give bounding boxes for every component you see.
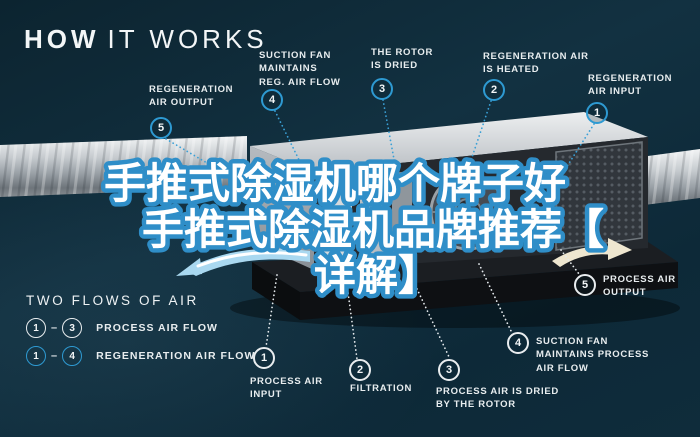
callout-process-air-output: PROCESS AIR OUTPUT — [603, 274, 676, 299]
legend-row-regeneration: 1 – 4 REGENERATION AIR FLOW — [26, 346, 255, 366]
legend-row-process: 1 – 3 PROCESS AIR FLOW — [26, 318, 255, 338]
marker-regeneration-1: 1 — [586, 102, 608, 124]
marker-regeneration-2: 2 — [483, 79, 505, 101]
legend-regeneration-to-circle: 4 — [62, 346, 83, 366]
process-leader-lines — [265, 249, 580, 360]
marker-process-4: 4 — [507, 332, 529, 354]
callout-regeneration-air-output: REGENERATION AIR OUTPUT — [149, 84, 234, 109]
airflow-swoosh-arrow — [176, 248, 310, 276]
callout-suction-fan-reg: SUCTION FAN MAINTAINS REG. AIR FLOW — [259, 50, 341, 88]
legend-process-dash: – — [51, 322, 58, 334]
headline-line-1: 手推式除湿机哪个牌子好 — [104, 160, 566, 207]
headline-line-2: 手推式除湿机品牌推荐【 — [142, 206, 604, 253]
legend-regeneration-label: REGENERATION AIR FLOW — [96, 350, 256, 362]
legend-process-label: PROCESS AIR FLOW — [96, 322, 218, 334]
marker-regeneration-3: 3 — [371, 78, 393, 100]
callout-process-air-dried: PROCESS AIR IS DRIED BY THE ROTOR — [436, 386, 559, 411]
headline-line-3: 详解】 — [314, 252, 440, 299]
callout-regeneration-air-heated: REGENERATION AIR IS HEATED — [483, 51, 589, 76]
legend-process-to-circle: 3 — [62, 318, 83, 338]
left-duct — [0, 136, 247, 197]
marker-regeneration-5: 5 — [150, 117, 172, 139]
legend-regeneration-dash: – — [51, 350, 58, 362]
marker-process-5: 5 — [574, 274, 596, 296]
marker-process-2: 2 — [349, 359, 371, 381]
process-output-arrow — [552, 238, 632, 267]
callout-suction-fan-process: SUCTION FAN MAINTAINS PROCESS AIR FLOW — [536, 336, 650, 374]
callout-regeneration-air-input: REGENERATION AIR INPUT — [588, 73, 673, 98]
legend-regeneration-from-circle: 1 — [26, 346, 46, 366]
callout-process-air-input: PROCESS AIR INPUT — [250, 376, 323, 401]
marker-regeneration-4: 4 — [261, 89, 283, 111]
regeneration-leader-lines — [165, 99, 595, 175]
legend-heading: TWO FLOWS OF AIR — [26, 293, 199, 308]
legend-two-flows: TWO FLOWS OF AIR 1 – 3 PROCESS AIR FLOW … — [26, 293, 255, 374]
page-title-light: IT WORKS — [107, 24, 268, 54]
legend-process-from-circle: 1 — [26, 318, 46, 338]
marker-process-1: 1 — [253, 347, 275, 369]
page-title-bold: HOW — [24, 24, 100, 54]
callout-filtration: FILTRATION — [350, 383, 413, 394]
callout-rotor-dried: THE ROTOR IS DRIED — [371, 47, 434, 72]
marker-process-3: 3 — [438, 359, 460, 381]
